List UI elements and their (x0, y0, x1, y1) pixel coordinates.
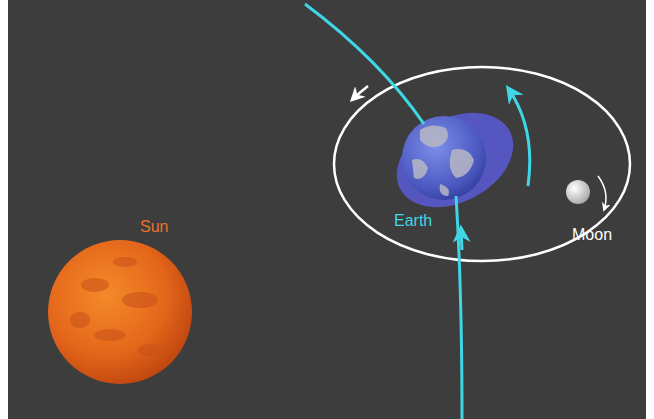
moon-label: Moon (572, 226, 612, 244)
moon-orbit (334, 67, 630, 261)
moon-sphere (566, 180, 590, 204)
trajectory-upper (305, 4, 424, 124)
earth-continents (412, 125, 474, 196)
sun-sphere (48, 240, 192, 384)
earth-sphere (402, 116, 486, 200)
trajectory-arrow (461, 228, 462, 250)
earth-label: Earth (394, 212, 432, 230)
moon-arrow (598, 176, 606, 210)
orbit-arrow (352, 86, 368, 100)
trajectory-lower (456, 196, 462, 419)
background (8, 0, 646, 419)
tidal-bulge (381, 94, 530, 226)
sun-texture (70, 257, 162, 356)
sun-label: Sun (140, 218, 168, 236)
rotation-arrow (508, 88, 530, 186)
